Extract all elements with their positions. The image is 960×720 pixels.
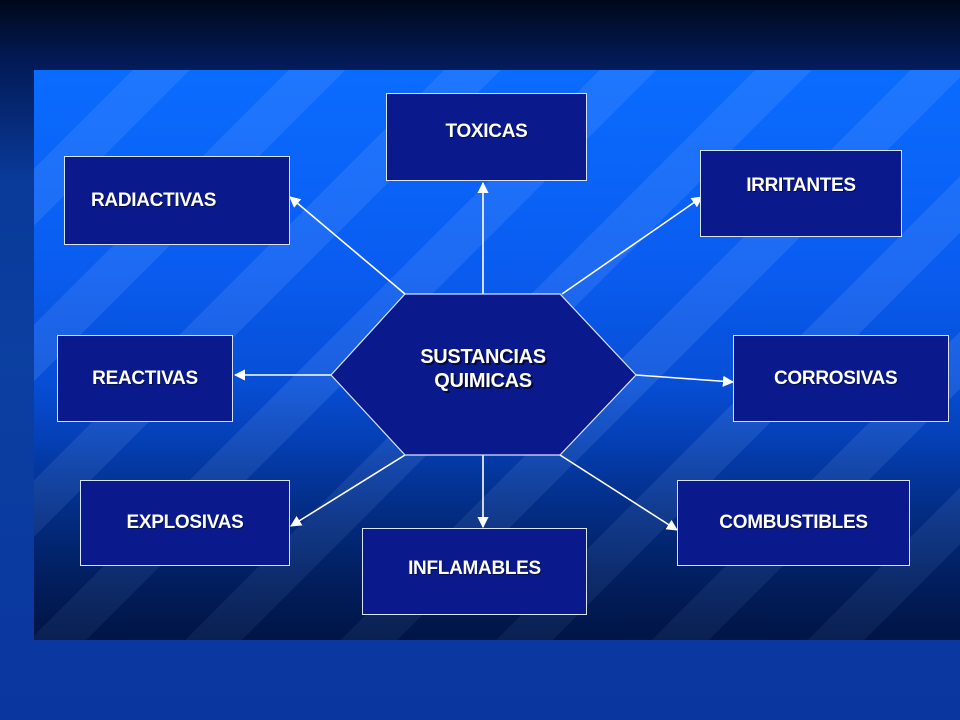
node-explosivas: EXPLOSIVAS [80,480,290,566]
center-label-line1: SUSTANCIAS [420,346,546,368]
center-label-line2: QUIMICAS [434,370,532,392]
node-irritantes: IRRITANTES [700,150,902,237]
arrow-to-radiactivas [289,196,406,295]
node-corrosivas: CORROSIVAS [733,335,949,422]
node-combustibles: COMBUSTIBLES [677,480,910,566]
arrow-to-explosivas [290,454,406,527]
node-radiactivas: RADIACTIVAS [64,156,290,245]
center-label: SUSTANCIAS QUIMICAS [380,345,586,393]
arrow-to-combustibles [559,454,678,531]
node-reactivas: REACTIVAS [57,335,233,422]
arrow-to-corrosivas [635,374,735,387]
center-hexagon [330,293,637,456]
arrow-to-irritantes [561,196,703,295]
node-inflamables: INFLAMABLES [362,528,587,615]
node-toxicas: TOXICAS [386,93,587,181]
